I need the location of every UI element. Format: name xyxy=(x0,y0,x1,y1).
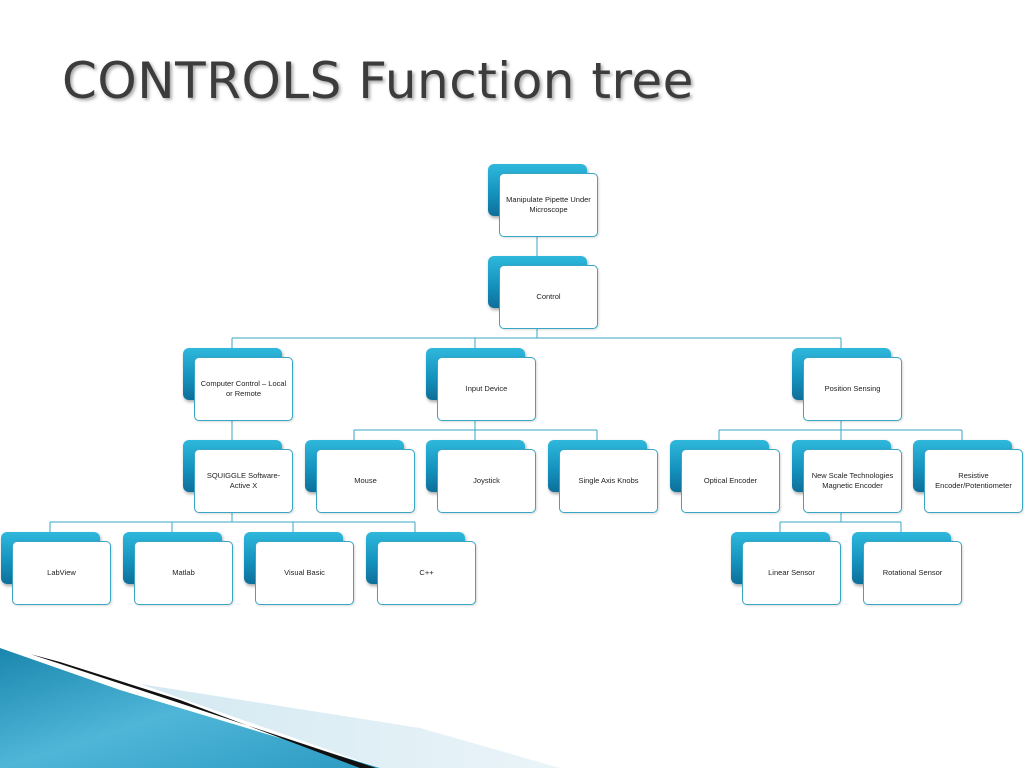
node-label: Matlab xyxy=(172,568,195,577)
slide-title: CONTROLS Function tree xyxy=(62,52,694,110)
node-label: New Scale Technologies Magnetic Encoder xyxy=(811,471,894,490)
node-label: Visual Basic xyxy=(284,568,325,577)
node-mouse: Mouse xyxy=(305,440,415,513)
node-computer-control: Computer Control – Local or Remote xyxy=(183,348,293,421)
node-label: Manipulate Pipette Under Microscope xyxy=(506,195,591,214)
node-label: Linear Sensor xyxy=(768,568,815,577)
node-label: C++ xyxy=(419,568,434,577)
node-label: Computer Control – Local or Remote xyxy=(200,379,287,398)
node-label: Control xyxy=(536,292,561,301)
node-position-sensing: Position Sensing xyxy=(792,348,902,421)
node-joystick: Joystick xyxy=(426,440,536,513)
node-cpp: C++ xyxy=(366,532,476,605)
node-label: Single Axis Knobs xyxy=(578,476,639,485)
node-rotational-sensor: Rotational Sensor xyxy=(852,532,962,605)
node-input-device: Input Device xyxy=(426,348,536,421)
node-label: Mouse xyxy=(354,476,377,485)
node-label: Joystick xyxy=(473,476,500,485)
node-optical-encoder: Optical Encoder xyxy=(670,440,780,513)
node-label: SQUIGGLE Software-Active X xyxy=(206,471,281,490)
node-label: LabView xyxy=(47,568,76,577)
node-label: Input Device xyxy=(465,384,508,393)
node-label: Position Sensing xyxy=(824,384,881,393)
node-labview: LabView xyxy=(1,532,111,605)
node-manipulate-pipette: Manipulate Pipette Under Microscope xyxy=(488,164,598,237)
node-resistive-encoder: Resistive Encoder/Potentiometer xyxy=(913,440,1023,513)
node-label: Resistive Encoder/Potentiometer xyxy=(935,471,1012,490)
node-new-scale-magnetic-encoder: New Scale Technologies Magnetic Encoder xyxy=(792,440,902,513)
node-squiggle-software: SQUIGGLE Software-Active X xyxy=(183,440,293,513)
node-linear-sensor: Linear Sensor xyxy=(731,532,841,605)
node-visual-basic: Visual Basic xyxy=(244,532,354,605)
node-single-axis-knobs: Single Axis Knobs xyxy=(548,440,658,513)
node-label: Rotational Sensor xyxy=(882,568,943,577)
node-control: Control xyxy=(488,256,598,329)
node-label: Optical Encoder xyxy=(703,476,758,485)
node-matlab: Matlab xyxy=(123,532,233,605)
